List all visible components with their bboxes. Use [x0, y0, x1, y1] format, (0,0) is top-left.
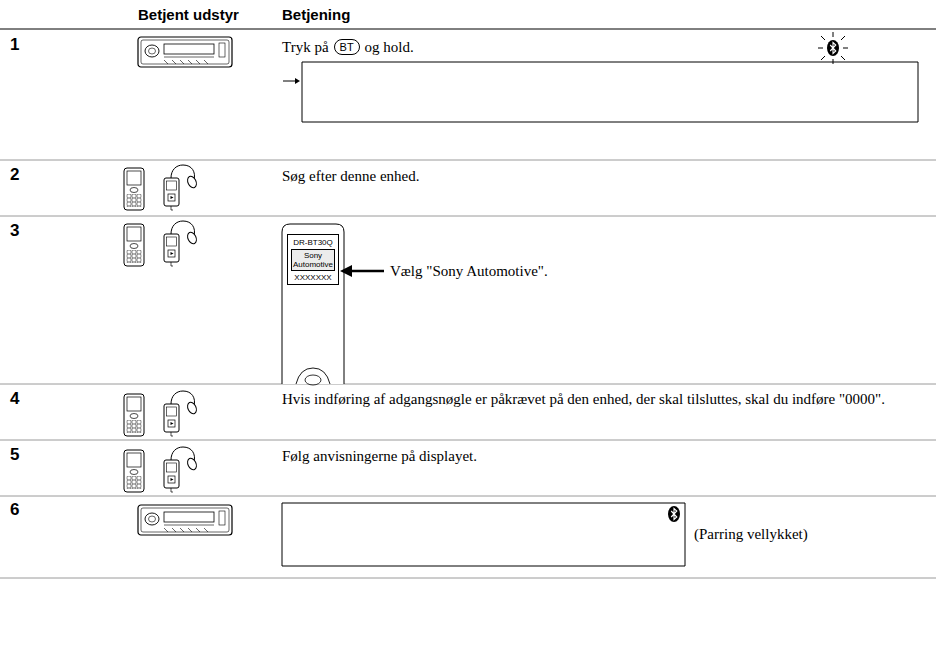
button-key: BT — [334, 39, 360, 55]
leader-arrow — [340, 265, 384, 277]
instruction-text: Følg anvisningerne på displayet. — [282, 447, 477, 465]
column-header: Betjent udstyr — [138, 6, 239, 24]
row-number: 5 — [10, 446, 19, 464]
row-number: 1 — [10, 36, 19, 54]
device-list-item: Sony Automotive — [291, 249, 335, 271]
instruction-text: Vælg "Sony Automotive". — [390, 262, 548, 280]
node-text: XXXXXXX — [291, 273, 335, 282]
instruction-text: Søg efter denne enhed. — [282, 167, 419, 185]
column-header: Betjening — [282, 6, 350, 24]
node-text: DR-BT30Q — [291, 238, 335, 247]
phone-screen: DR-BT30Q Sony AutomotiveXXXXXXX — [287, 234, 339, 285]
instruction-text: Tryk på — [282, 38, 329, 56]
instruction-text: og hold. — [365, 38, 414, 56]
node-text: Sony Automotive — [293, 251, 333, 269]
row-number: 2 — [10, 166, 19, 184]
arrow — [283, 78, 300, 84]
node-text: BT — [340, 41, 354, 53]
row-number: 6 — [10, 501, 19, 519]
row-number: 3 — [10, 222, 19, 240]
instruction-text: Hvis indføring af adgangsnøgle er påkræv… — [282, 390, 912, 408]
status-text: (Parring vellykket) — [694, 525, 808, 543]
row-number: 4 — [10, 390, 19, 408]
